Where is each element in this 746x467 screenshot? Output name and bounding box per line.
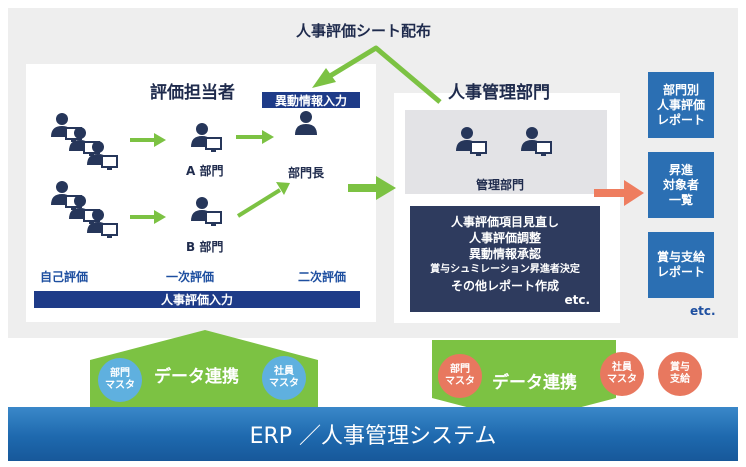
circle-line: 賞与	[670, 362, 690, 373]
sheet-distribution-label: 人事評価シート配布	[296, 22, 432, 40]
right-data-link-label: データ連携	[492, 373, 577, 393]
management-dept-label: 管理部門	[476, 178, 525, 192]
transfer-info-input-label: 異動情報入力	[262, 92, 360, 108]
left-link-shape	[90, 330, 318, 410]
sheet-distribution-arrow	[312, 45, 442, 104]
stage-second-eval: 二次評価	[298, 270, 347, 284]
stage-first-eval: 一次評価	[166, 270, 215, 284]
task-line: 異動情報承認	[468, 247, 541, 261]
circle-line: 支給	[670, 374, 690, 385]
hr-evaluation-input-bar: 人事評価入力	[34, 291, 360, 308]
report-line: レポート	[656, 265, 705, 279]
bucho-label: 部門長	[288, 166, 325, 180]
circle-line: 社員	[274, 366, 294, 377]
dept-a-label: A 部門	[186, 164, 224, 178]
circle-line: 部門	[450, 364, 470, 375]
stage-self-eval: 自己評価	[40, 270, 89, 284]
report-line: 昇進	[668, 162, 693, 177]
circle-line: マスタ	[445, 376, 475, 387]
mgmt-person-1-icon	[456, 127, 486, 156]
employee-group-bottom-icon	[51, 181, 117, 238]
employee-master-circle-left: 社員 マスタ	[262, 356, 306, 400]
arrow-to-reports	[594, 180, 644, 206]
report-line: 対象者	[662, 177, 699, 192]
erp-system-bar: ERP ／人事管理システム	[8, 407, 738, 461]
arrow-a-to-bucho	[236, 130, 274, 144]
circle-line: マスタ	[105, 380, 135, 391]
report-line: 人事評価	[656, 97, 705, 112]
hr-department-title: 人事管理部門	[448, 83, 550, 103]
bonus-payment-circle: 賞与 支給	[658, 352, 702, 396]
report-line: 一覧	[668, 192, 693, 207]
erp-label: ERP ／人事管理システム	[249, 424, 497, 449]
dept-a-person-icon	[191, 123, 221, 152]
dept-b-label: B 部門	[186, 240, 224, 254]
tasks-etc-label: etc.	[564, 293, 590, 307]
arrow-self-to-b	[130, 210, 166, 224]
bucho-person-icon	[295, 111, 317, 135]
report-promotion-list: 昇進 対象者 一覧	[648, 152, 714, 218]
circle-line: マスタ	[607, 374, 637, 385]
dept-master-circle-right: 部門 マスタ	[438, 354, 482, 398]
circle-line: 社員	[612, 362, 632, 373]
circle-line: マスタ	[269, 378, 299, 389]
report-dept-hr-eval: 部門別 人事評価 レポート	[648, 72, 714, 138]
transfer-info-input-text: 異動情報入力	[274, 93, 347, 108]
task-line: その他レポート作成	[450, 279, 559, 293]
hr-tasks-box: 人事評価項目見直し 人事評価調整 異動情報承認 賞与シュミレーション昇進者決定 …	[410, 206, 600, 312]
report-bonus: 賞与支給 レポート	[648, 232, 714, 298]
hr-evaluation-input-text: 人事評価入力	[160, 293, 233, 307]
evaluator-title: 評価担当者	[150, 83, 235, 103]
arrow-b-to-bucho	[236, 182, 290, 218]
report-line: 賞与支給	[656, 250, 705, 264]
dept-b-person-icon	[191, 197, 221, 226]
employee-group-top-icon	[51, 113, 117, 170]
task-line: 人事評価調整	[468, 231, 541, 245]
task-line: 賞与シュミレーション昇進者決定	[430, 264, 580, 275]
management-dept-box	[405, 110, 607, 194]
report-line: 部門別	[662, 82, 699, 97]
right-link-shape	[432, 340, 616, 422]
employee-master-circle-right: 社員 マスタ	[600, 352, 644, 396]
task-line: 人事評価項目見直し	[450, 215, 559, 229]
circle-line: 部門	[110, 368, 130, 379]
left-data-link-label: データ連携	[154, 367, 239, 387]
dept-master-circle-left: 部門 マスタ	[98, 358, 142, 402]
report-line: レポート	[656, 112, 705, 127]
reports-etc-label: etc.	[690, 304, 716, 318]
mgmt-person-2-icon	[521, 127, 551, 156]
arrow-to-hr-panel	[348, 176, 396, 200]
arrow-self-to-a	[130, 133, 166, 147]
